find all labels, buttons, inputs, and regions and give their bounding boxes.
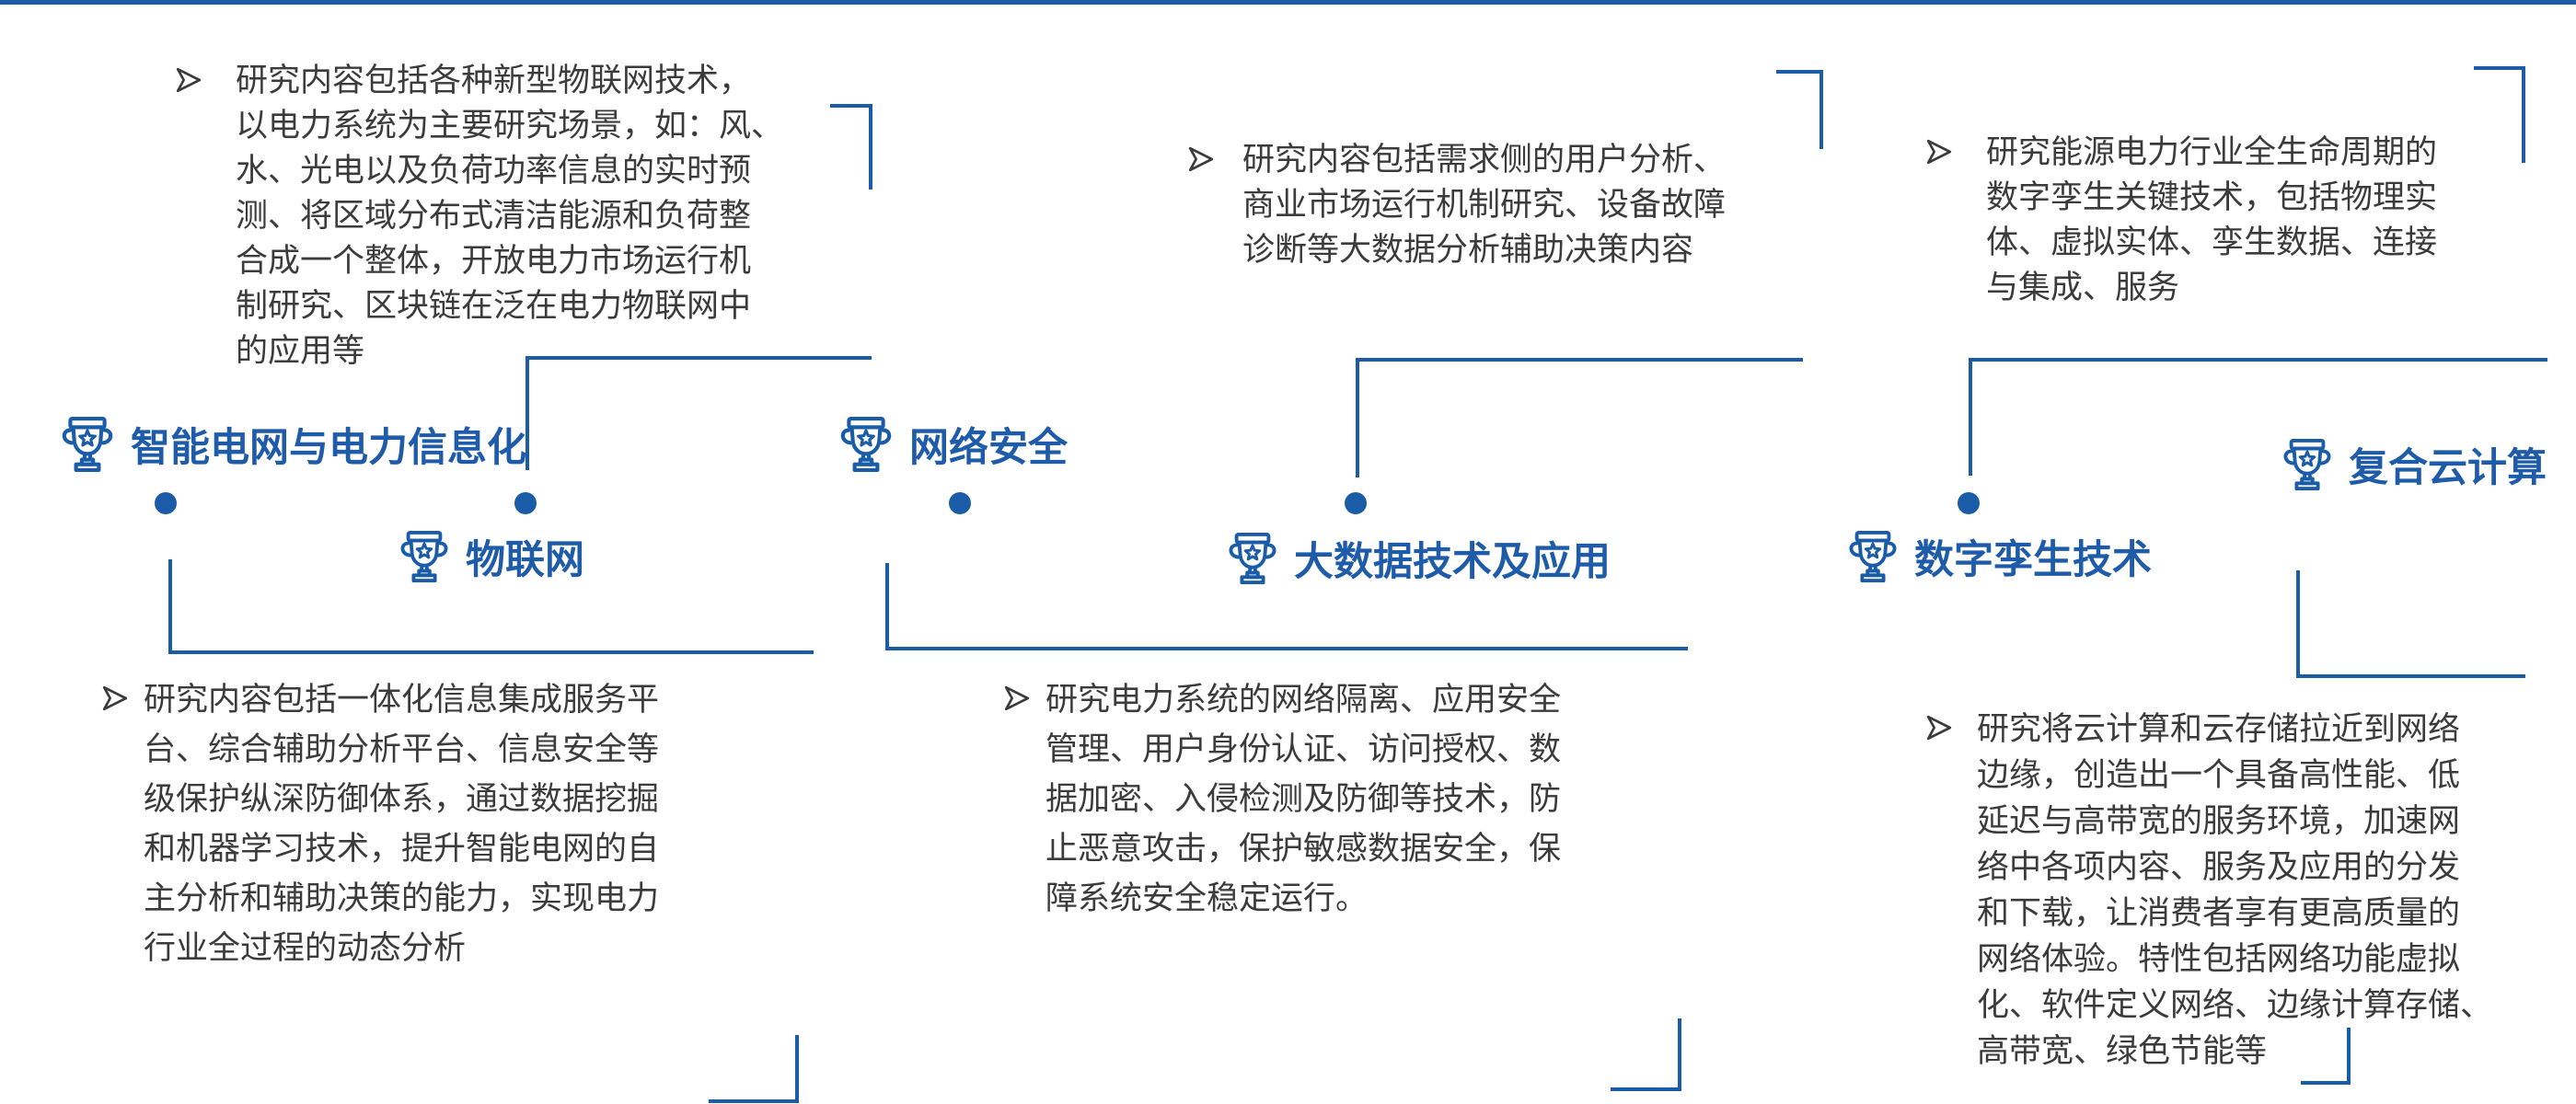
category-digital-twin: 数字孪生技术	[1846, 528, 2152, 585]
category-label: 物联网	[466, 538, 584, 582]
connector-hybrid-cloud-bottom	[2296, 570, 2525, 678]
category-big-data: 大数据技术及应用	[1226, 530, 1611, 587]
category-smart-grid: 智能电网与电力信息化	[59, 414, 526, 475]
category-label: 数字孪生技术	[1914, 538, 2152, 582]
bracket-smart-grid-bottomright	[709, 1035, 799, 1103]
trophy-icon	[2283, 438, 2331, 491]
trophy-icon	[1849, 530, 1897, 583]
bracket-iot-topright	[830, 104, 872, 190]
timeline-dot-network-security	[949, 492, 971, 514]
trophy-icon	[1229, 532, 1276, 585]
arrow-bullet-icon	[1188, 146, 1214, 172]
bracket-digital-twin-topright	[2474, 66, 2525, 163]
description-iot: 研究内容包括各种新型物联网技术， 以电力系统为主要研究场景，如：风、 水、光电以…	[236, 63, 784, 369]
trophy-icon	[400, 530, 448, 583]
timeline-dot-iot	[514, 492, 537, 514]
category-label: 智能电网与电力信息化	[131, 426, 526, 470]
arrow-bullet-icon	[176, 67, 202, 93]
connector-iot-top	[526, 356, 872, 470]
bracket-hybrid-cloud-bottomright	[2301, 1028, 2351, 1085]
category-iot: 物联网	[398, 528, 584, 585]
bracket-big-data-topright	[1776, 70, 1823, 149]
description-big-data: 研究内容包括需求侧的用户分析、 商业市场运行机制研究、设备故障 诊断等大数据分析…	[1242, 142, 1727, 268]
description-hybrid-cloud: 研究将云计算和云存储拉近到网络 边缘，创造出一个具备高性能、低 延迟与高带宽的服…	[1977, 711, 2493, 1069]
arrow-bullet-icon	[1926, 715, 1952, 741]
description-network-security: 研究电力系统的网络隔离、应用安全 管理、用户身份认证、访问授权、数 据加密、入侵…	[1045, 682, 1562, 916]
connector-big-data-top	[1356, 358, 1803, 477]
category-label: 大数据技术及应用	[1294, 540, 1611, 584]
category-label: 网络安全	[909, 426, 1068, 470]
timeline-dot-digital-twin	[1958, 492, 1980, 514]
bracket-network-security-bottomright	[1611, 1018, 1681, 1091]
connector-digital-twin-top	[1969, 358, 2547, 476]
category-hybrid-cloud: 复合云计算	[2281, 436, 2547, 493]
category-label: 复合云计算	[2349, 446, 2547, 490]
category-network-security: 网络安全	[837, 414, 1068, 475]
timeline-dot-big-data	[1345, 492, 1367, 514]
arrow-bullet-icon	[102, 685, 128, 711]
trophy-icon	[837, 414, 895, 475]
timeline-dot-smart-grid	[155, 492, 177, 514]
timeline-axis	[0, 0, 2576, 5]
description-digital-twin: 研究能源电力行业全生命周期的 数字孪生关键技术，包括物理实 体、虚拟实体、孪生数…	[1986, 134, 2438, 305]
connector-network-security-bottom	[885, 563, 1688, 650]
trophy-icon	[59, 414, 116, 475]
arrow-bullet-icon	[1926, 139, 1952, 165]
description-smart-grid: 研究内容包括一体化信息集成服务平 台、综合辅助分析平台、信息安全等 级保护纵深防…	[144, 682, 660, 966]
connector-smart-grid-bottom	[168, 559, 814, 654]
arrow-bullet-icon	[1004, 685, 1030, 711]
